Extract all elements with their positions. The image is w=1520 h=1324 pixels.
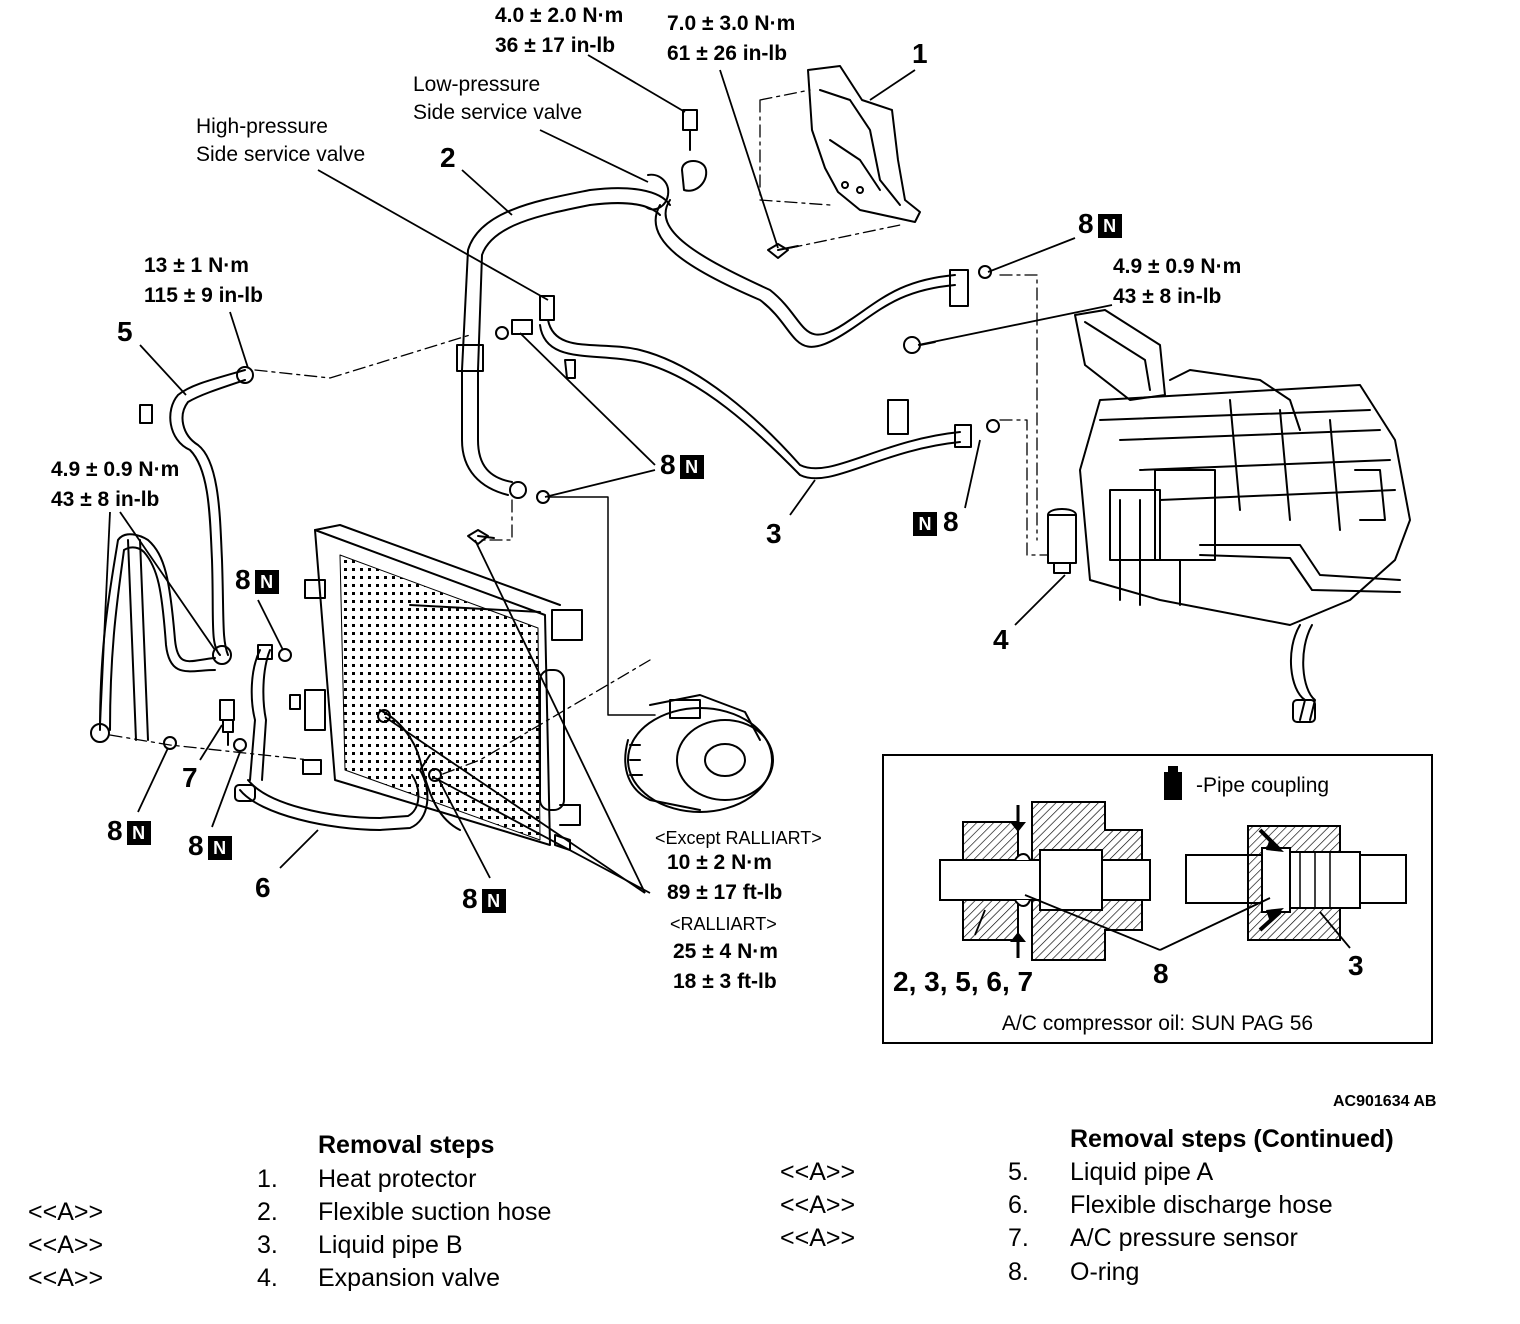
liquid-pipe-b [511, 199, 972, 480]
inset-pipe-b-label: 3 [1348, 950, 1364, 981]
step-liquid-pipe-b: Liquid pipe B [318, 1231, 463, 1259]
hvac-unit [1074, 309, 1411, 723]
ac-pressure-sensor [219, 699, 235, 746]
step-number: 4. [257, 1264, 278, 1292]
step-flexible-discharge-hose: Flexible discharge hose [1070, 1191, 1333, 1219]
inset-parts-label: 2, 3, 5, 6, 7 [893, 966, 1034, 997]
figure-id: AC901634 AB [1333, 1093, 1437, 1110]
callout-1: 1 [912, 38, 928, 69]
flexible-suction-hose [456, 173, 671, 499]
expansion-valve [1047, 508, 1077, 574]
callout-3: 3 [766, 518, 782, 549]
o-rings [163, 265, 1000, 782]
step-flexible-suction-hose: Flexible suction hose [318, 1198, 552, 1226]
service-valve-bolt [681, 109, 708, 192]
step-number: 8. [1008, 1258, 1029, 1286]
inset-oring-label: 8 [1153, 958, 1169, 989]
step-expansion-valve: Expansion valve [318, 1264, 501, 1292]
step-tag: <<A>> [780, 1224, 856, 1252]
step-number: 1. [257, 1165, 278, 1193]
condenser [289, 524, 583, 851]
removal-steps-header-continued: Removal steps (Continued) [1070, 1125, 1394, 1153]
callout-5: 5 [117, 316, 133, 347]
step-tag: <<A>> [28, 1231, 104, 1259]
step-number: 5. [1008, 1158, 1029, 1186]
step-number: 3. [257, 1231, 278, 1259]
except-ralliart-label: <Except RALLIART> [655, 828, 822, 848]
callout-4: 4 [993, 624, 1009, 655]
compressor-oil-note: A/C compressor oil: SUN PAG 56 [1001, 1012, 1314, 1035]
step-o-ring: O-ring [1070, 1258, 1140, 1286]
step-tag: <<A>> [780, 1158, 856, 1186]
step-number: 6. [1008, 1191, 1029, 1219]
step-tag: <<A>> [780, 1191, 856, 1219]
pipe-coupling-inset [882, 754, 1433, 1044]
ac-compressor [624, 694, 774, 813]
condenser-bolt [467, 529, 495, 545]
pipe-coupling-label: -Pipe coupling [1196, 774, 1330, 797]
removal-steps-header: Removal steps [318, 1131, 495, 1159]
callout-6: 6 [255, 872, 271, 903]
protector-bolt [767, 243, 799, 259]
callout-7: 7 [182, 762, 198, 793]
liquid-pipe-a [139, 366, 254, 656]
ac-piping-diagram [90, 54, 1433, 1044]
step-tag: <<A>> [28, 1264, 104, 1292]
step-liquid-pipe-a: Liquid pipe A [1070, 1158, 1214, 1186]
step-ac-pressure-sensor: A/C pressure sensor [1070, 1224, 1298, 1252]
callout-2: 2 [440, 142, 456, 173]
step-number: 2. [257, 1198, 278, 1226]
heat-protector [807, 65, 921, 223]
step-tag: <<A>> [28, 1198, 104, 1226]
step-heat-protector: Heat protector [318, 1165, 477, 1193]
left-pipe [90, 533, 232, 743]
step-number: 7. [1008, 1224, 1029, 1252]
ralliart-label: <RALLIART> [670, 914, 777, 934]
